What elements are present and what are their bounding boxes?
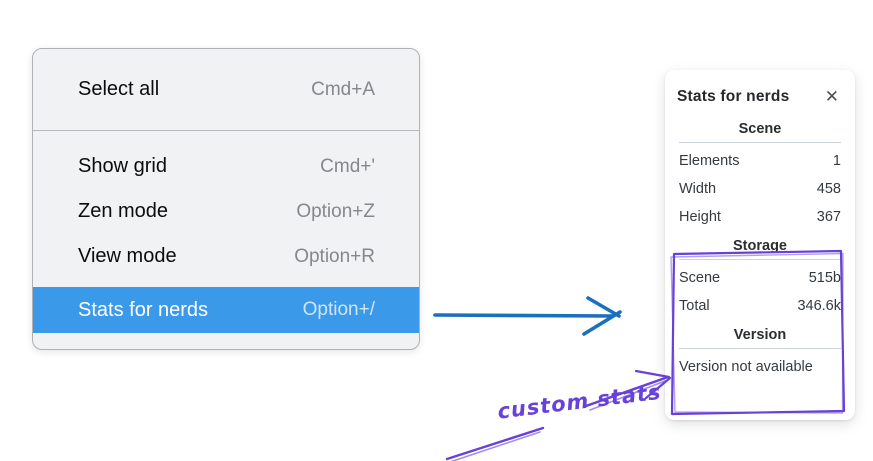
stats-row-elements: Elements 1 (677, 147, 843, 175)
menu-item-label: Show grid (78, 155, 167, 177)
close-icon[interactable]: ✕ (821, 86, 843, 107)
section-header-scene: Scene (738, 121, 782, 137)
menu-divider (33, 130, 419, 131)
stat-label: Height (679, 209, 721, 225)
menu-item-label: View mode (78, 245, 177, 267)
stats-row-height: Height 367 (677, 203, 843, 231)
menu-item-view-mode[interactable]: View mode Option+R (33, 234, 419, 279)
stats-row-width: Width 458 (677, 175, 843, 203)
menu-item-shortcut: Option+R (294, 245, 375, 267)
menu-item-label: Zen mode (78, 200, 169, 222)
stats-row-total-storage: Total 346.6k (677, 292, 843, 320)
menu-item-zen-mode[interactable]: Zen mode Option+Z (33, 189, 419, 234)
stats-panel-header: Stats for nerds ✕ (677, 86, 843, 107)
stat-value: 1 (832, 153, 841, 169)
section-header-version: Version (733, 327, 787, 343)
stat-label: Scene (679, 270, 721, 286)
version-note: Version not available (679, 359, 813, 375)
menu-item-shortcut: Cmd+A (311, 78, 375, 100)
menu-item-label: Stats for nerds (78, 298, 209, 321)
menu-section: Show grid Cmd+' Zen mode Option+Z View m… (33, 131, 419, 333)
stats-row-scene-storage: Scene 515b (677, 264, 843, 292)
stat-value: 367 (816, 209, 841, 225)
blue-arrow-icon (433, 296, 622, 336)
section-divider (679, 142, 841, 143)
section-header-storage: Storage (733, 238, 787, 254)
section-divider (679, 259, 841, 260)
stat-label: Elements (679, 153, 740, 169)
menu-item-select-all[interactable]: Select all Cmd+A (33, 49, 419, 130)
section-divider (679, 348, 841, 349)
stat-label: Width (679, 181, 717, 197)
menu-item-shortcut: Option+Z (296, 200, 375, 222)
annotation-custom-stats-label: custom stats (496, 379, 663, 424)
menu-item-show-grid[interactable]: Show grid Cmd+' (33, 144, 419, 189)
menu-item-shortcut: Cmd+' (320, 155, 375, 177)
stats-panel-title: Stats for nerds (677, 87, 790, 105)
stat-value: 458 (816, 181, 841, 197)
stats-panel: Stats for nerds ✕ Scene Elements 1 Width… (665, 70, 855, 420)
menu-item-stats-for-nerds[interactable]: Stats for nerds Option+/ (33, 287, 419, 333)
menu-item-shortcut: Option+/ (302, 299, 375, 320)
stat-value: 346.6k (797, 298, 841, 314)
menu-item-label: Select all (78, 78, 160, 100)
stat-label: Total (679, 298, 710, 314)
context-menu: Select all Cmd+A Show grid Cmd+' Zen mod… (32, 48, 420, 350)
stat-value: 515b (808, 270, 841, 286)
